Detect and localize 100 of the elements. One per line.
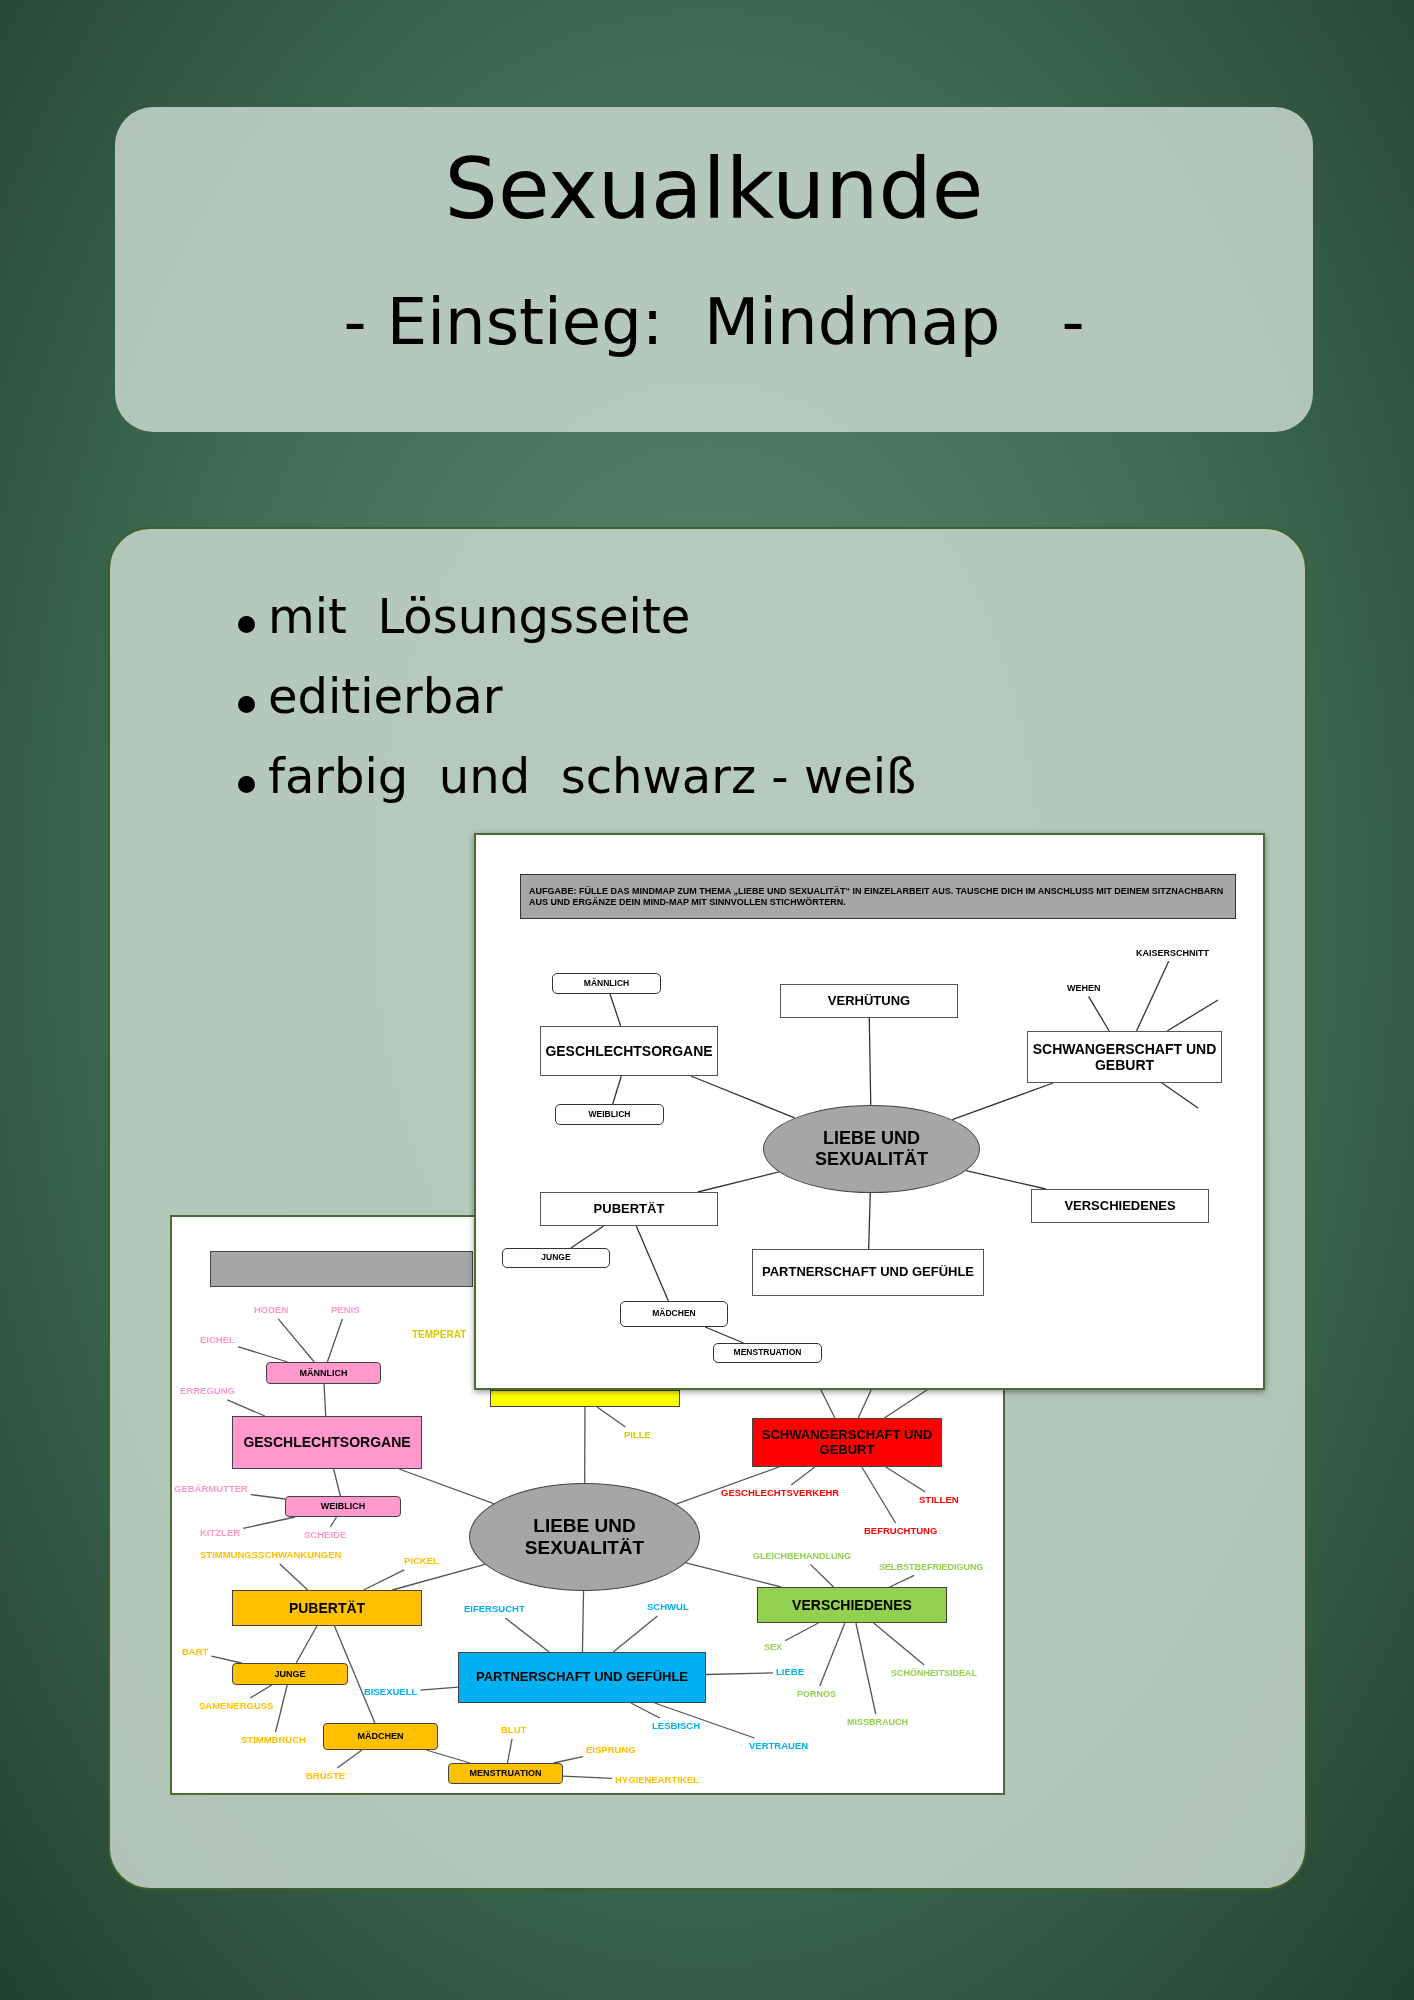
connector-line xyxy=(889,1574,915,1588)
bullet-text: farbig und schwarz - weiß xyxy=(268,748,917,804)
topic-box: PUBERTÄT xyxy=(540,1192,718,1226)
connector-line xyxy=(705,1672,774,1676)
topic-box: PARTNERSCHAFT UND GEFÜHLE xyxy=(458,1652,706,1703)
connector-line xyxy=(504,1617,550,1653)
connector-line xyxy=(873,1622,925,1666)
bullet-text: mit Lösungsseite xyxy=(268,588,691,644)
connector-line xyxy=(690,1075,796,1119)
keyword-text: EICHEL xyxy=(200,1335,235,1346)
connector-line xyxy=(226,1399,266,1417)
subtopic-box: MENSTRUATION xyxy=(448,1763,563,1784)
keyword-text: KITZLER xyxy=(200,1528,241,1539)
keyword-text: BRÜSTE xyxy=(306,1771,346,1782)
keyword-text: STIMMUNGSSCHWANKUNGEN xyxy=(200,1550,342,1561)
connector-line xyxy=(425,1749,471,1764)
connector-line xyxy=(552,1755,584,1764)
empty-bar xyxy=(210,1251,473,1287)
subtopic-box: MÄDCHEN xyxy=(323,1723,438,1750)
keyword-text: BART xyxy=(182,1647,209,1658)
connector-line xyxy=(868,1192,871,1250)
connector-line xyxy=(570,1225,605,1249)
subtopic-box: JUNGE xyxy=(232,1663,348,1685)
keyword-text: LIEBE xyxy=(776,1667,804,1678)
keyword-text: BLUT xyxy=(501,1725,527,1736)
connector-line xyxy=(274,1684,288,1733)
keyword-text: TEMPERAT xyxy=(412,1329,467,1340)
subtopic-box: WEIBLICH xyxy=(555,1104,664,1125)
connector-line xyxy=(790,1466,816,1486)
keyword-text: MISSBRAUCH xyxy=(847,1717,908,1728)
connector-line xyxy=(336,1749,363,1769)
connector-line xyxy=(398,1468,495,1505)
subtopic-box: MÄDCHEN xyxy=(620,1301,728,1327)
connector-line xyxy=(1166,999,1219,1032)
connector-line xyxy=(596,1406,627,1428)
connector-line xyxy=(855,1622,877,1715)
connector-line xyxy=(868,1017,872,1106)
keyword-text: LESBISCH xyxy=(652,1721,701,1732)
connector-line xyxy=(210,1655,243,1664)
keyword-text: SCHEIDE xyxy=(304,1530,347,1541)
connector-line xyxy=(809,1563,835,1588)
connector-line xyxy=(584,1406,586,1484)
keyword-text: PENIS xyxy=(331,1305,360,1316)
keyword-text: GEBÄRMUTTER xyxy=(174,1484,248,1495)
keyword-text: PORNOS xyxy=(797,1689,836,1700)
bullet-text: editierbar xyxy=(268,668,503,724)
connector-line xyxy=(249,1684,273,1699)
keyword-text: GESCHLECHTSVERKEHR xyxy=(721,1488,840,1499)
connector-line xyxy=(279,1563,309,1591)
keyword-text: STILLEN xyxy=(919,1495,959,1506)
subtopic-box: JUNGE xyxy=(502,1248,610,1268)
topic-box: SCHWANGERSCHAFT UND GEBURT xyxy=(1027,1031,1222,1083)
topic-box: GESCHLECHTSORGANE xyxy=(232,1416,422,1469)
connector-line xyxy=(861,1466,897,1524)
topic-box: PARTNERSCHAFT UND GEFÜHLE xyxy=(752,1249,984,1296)
keyword-text: PICKEL xyxy=(404,1556,439,1567)
connector-line xyxy=(333,1468,342,1497)
keyword-text: BISEXUELL xyxy=(364,1687,418,1698)
keyword-text: KAISERSCHNITT xyxy=(1136,948,1209,959)
connector-line xyxy=(819,1622,846,1687)
topic-box: VERSCHIEDENES xyxy=(1031,1189,1209,1223)
connector-line xyxy=(562,1775,613,1780)
keyword-text: VERTRAUEN xyxy=(749,1741,809,1752)
connector-line xyxy=(391,1563,486,1591)
connector-line xyxy=(329,1516,338,1528)
empty-bar xyxy=(490,1390,680,1407)
keyword-text: EISPRUNG xyxy=(586,1745,636,1756)
connector-line xyxy=(1135,960,1170,1032)
keyword-text: SEX xyxy=(764,1642,782,1653)
subtopic-box: MÄNNLICH xyxy=(266,1362,381,1384)
keyword-text: BEFRUCHTUNG xyxy=(864,1526,938,1537)
connector-line xyxy=(784,1622,819,1642)
keyword-text: GLEICHBEHANDLUNG xyxy=(753,1551,851,1562)
subtopic-box: MENSTRUATION xyxy=(713,1343,822,1363)
keyword-text: HYGIENEARTIKEL xyxy=(615,1775,699,1786)
connector-line xyxy=(323,1383,327,1417)
connector-line xyxy=(333,1625,376,1724)
connector-line xyxy=(965,1170,1047,1190)
connector-line xyxy=(612,1075,622,1105)
connector-line xyxy=(697,1171,780,1193)
connector-line xyxy=(250,1493,286,1500)
keyword-text: PILLE xyxy=(624,1430,651,1441)
topic-box: SCHWANGERSCHAFT UND GEBURT xyxy=(752,1418,942,1467)
connector-line xyxy=(612,1615,659,1653)
keyword-text: SELBSTBEFRIEDIGUNG xyxy=(879,1562,984,1573)
keyword-text: WEHEN xyxy=(1067,983,1101,994)
topic-box: PUBERTÄT xyxy=(232,1590,422,1626)
connector-line xyxy=(295,1625,318,1664)
connector-line xyxy=(1087,995,1110,1032)
connector-line xyxy=(242,1516,296,1530)
task-box: AUFGABE: FÜLLE DAS MINDMAP ZUM THEMA „LIEBE UND SEXUALITÄT“ IN EINZELARBEIT AUS. TAUSCHE DICH IM ANSCHLUSS MIT DEINEM SITZNACHBARN AUS UND ERGÄNZE DEIN MIND-MAP MIT SINNVOLLEN STICHWÖRTERN. xyxy=(520,874,1236,919)
connector-line xyxy=(362,1569,405,1591)
connector-line xyxy=(635,1225,670,1302)
connector-line xyxy=(685,1562,782,1588)
connector-line xyxy=(237,1346,289,1363)
topic-box: VERSCHIEDENES xyxy=(757,1587,947,1623)
subtitle: - Einstieg: Mindmap - xyxy=(342,285,1086,359)
topic-box: GESCHLECHTSORGANE xyxy=(540,1026,718,1076)
connector-line xyxy=(277,1318,315,1363)
connector-line xyxy=(654,1702,756,1739)
